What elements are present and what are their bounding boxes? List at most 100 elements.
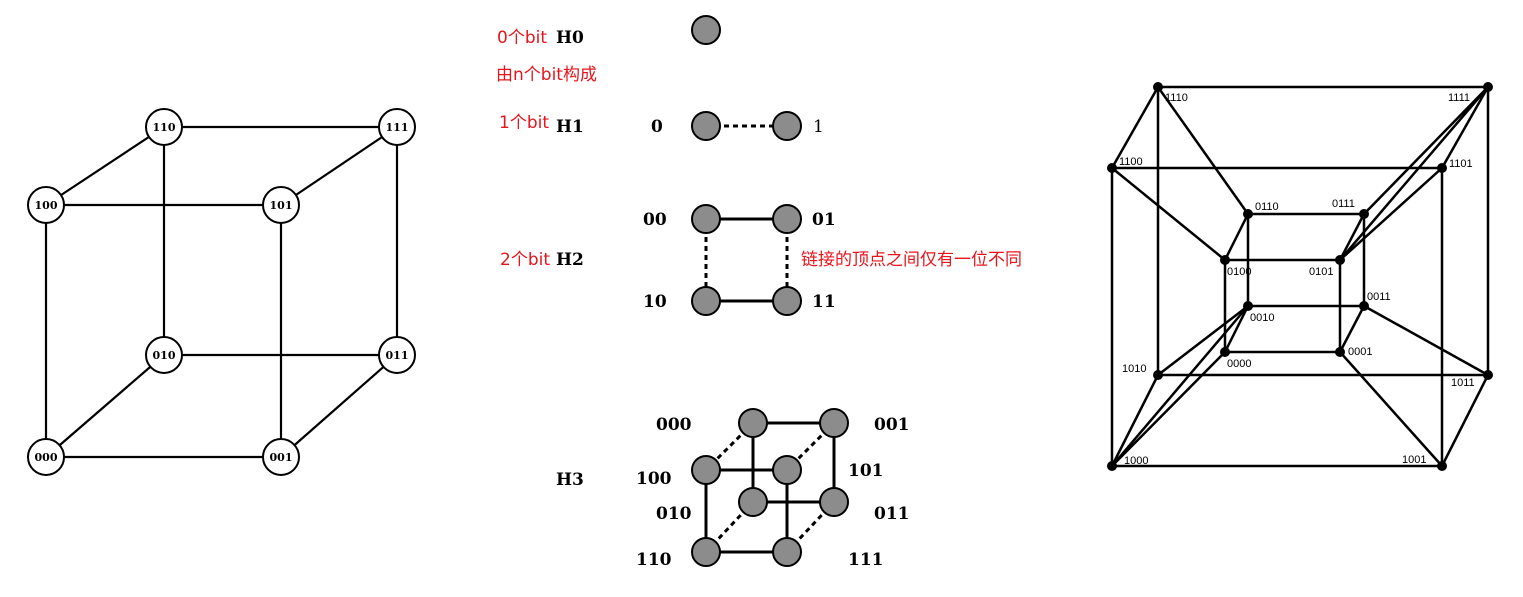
tesseract-node <box>1483 82 1493 92</box>
h3-node <box>772 455 802 485</box>
cube-node <box>145 108 183 146</box>
h1-node <box>772 111 802 141</box>
tesseract-label: 1001 <box>1402 454 1426 466</box>
tesseract-node <box>1335 255 1345 265</box>
tesseract-edge <box>1339 351 1443 467</box>
tesseract-edge <box>1110 86 1160 169</box>
cube-node-label: 001 <box>270 451 293 464</box>
cube-node <box>262 438 300 476</box>
h3-node <box>691 537 721 567</box>
h1-node <box>691 111 721 141</box>
tesseract-edge <box>1338 213 1366 261</box>
h3-node <box>738 487 768 517</box>
annotation-h1-bits: 1个bit <box>499 113 549 133</box>
tesseract-edge <box>1339 86 1489 261</box>
tesseract-node <box>1107 461 1117 471</box>
cube-node <box>378 336 416 374</box>
cube-node-label: 000 <box>35 451 58 464</box>
cube-node <box>27 186 65 224</box>
tesseract-edge <box>1363 86 1489 215</box>
h2-label: 10 <box>643 292 667 312</box>
cube-nodes <box>27 108 416 476</box>
h3-node <box>819 487 849 517</box>
tesseract-label: 0100 <box>1227 266 1251 278</box>
tesseract <box>1110 85 1490 468</box>
tesseract-edge <box>1156 86 1250 215</box>
tesseract-edge <box>1223 213 1250 261</box>
h3-label: 111 <box>848 550 884 570</box>
cube-node-label: 010 <box>153 349 176 362</box>
annotation-h0-bits: 0个bit <box>497 28 547 48</box>
tesseract-node <box>1153 370 1163 380</box>
tesseract-edge <box>1338 305 1366 353</box>
heading-h1: H1 <box>556 117 584 137</box>
cube-edge <box>45 126 165 206</box>
tesseract-edge <box>1363 304 1489 377</box>
tesseract-node <box>1220 255 1230 265</box>
heading-h0: H0 <box>556 28 584 48</box>
tesseract-node <box>1220 347 1230 357</box>
tesseract-label: 1110 <box>1165 92 1188 104</box>
cube-node-label: 110 <box>153 121 176 134</box>
h3-label: 101 <box>848 461 884 481</box>
annotation-h2-bits: 2个bit <box>500 250 550 270</box>
h3-node <box>772 537 802 567</box>
cube-node <box>27 438 65 476</box>
cube-edge <box>280 126 398 206</box>
tesseract-label: 0010 <box>1250 312 1274 324</box>
tesseract-edge <box>1339 167 1443 261</box>
tesseract-edge <box>1157 305 1249 376</box>
tesseract-node <box>1243 301 1253 311</box>
h3-node <box>819 408 849 438</box>
tesseract-label: 1011 <box>1451 377 1475 389</box>
h1-label: 1 <box>813 117 824 137</box>
h3-label: 001 <box>874 415 910 435</box>
h2-label: 01 <box>812 210 836 230</box>
tesseract-label: 1111 <box>1448 92 1470 104</box>
tesseract-edge <box>1440 374 1490 467</box>
tesseract-label: 0011 <box>1367 291 1391 303</box>
tesseract-edge <box>1223 305 1250 353</box>
cube-node <box>262 186 300 224</box>
cube-edge <box>280 354 398 458</box>
h2-node <box>772 286 802 316</box>
tesseract-label: 1010 <box>1122 363 1146 375</box>
cube-edge <box>45 354 165 458</box>
tesseract-label: 0000 <box>1227 358 1251 370</box>
cube-node-label: 100 <box>35 199 58 212</box>
tesseract-label: 1000 <box>1124 455 1148 467</box>
h0-node <box>691 15 721 45</box>
tesseract-edge <box>1111 305 1249 467</box>
h3-label: 000 <box>656 415 692 435</box>
tesseract-node <box>1359 301 1369 311</box>
tesseract-edge <box>1111 167 1226 261</box>
h3-label: 010 <box>656 504 692 524</box>
heading-h2: H2 <box>556 250 584 270</box>
h1-label: 0 <box>651 117 663 137</box>
h2-label: 11 <box>812 292 836 312</box>
tesseract-node <box>1437 163 1447 173</box>
h2-node <box>691 204 721 234</box>
heading-h3: H3 <box>556 470 584 490</box>
tesseract-node <box>1153 82 1163 92</box>
annotation-adjacency: 链接的顶点之间仅有一位不同 <box>801 250 1022 270</box>
tesseract-label: 1101 <box>1449 158 1473 170</box>
tesseract-node <box>1359 209 1369 219</box>
h2-node <box>772 204 802 234</box>
cube-node <box>378 108 416 146</box>
h3-label: 011 <box>874 504 910 524</box>
tesseract-node <box>1437 461 1447 471</box>
tesseract-label: 0101 <box>1309 266 1333 278</box>
annotation-composed: 由n个bit构成 <box>496 65 597 85</box>
tesseract-edge <box>1110 374 1160 467</box>
cube-node-label: 111 <box>386 121 409 134</box>
h2-label: 00 <box>643 210 667 230</box>
tesseract-label: 0110 <box>1255 201 1279 213</box>
tesseract-label: 0001 <box>1348 346 1372 358</box>
tesseract-node <box>1243 209 1253 219</box>
h3-node <box>738 408 768 438</box>
h3-label: 110 <box>636 550 672 570</box>
cube-3d <box>44 125 399 459</box>
tesseract-edge <box>1111 351 1226 467</box>
